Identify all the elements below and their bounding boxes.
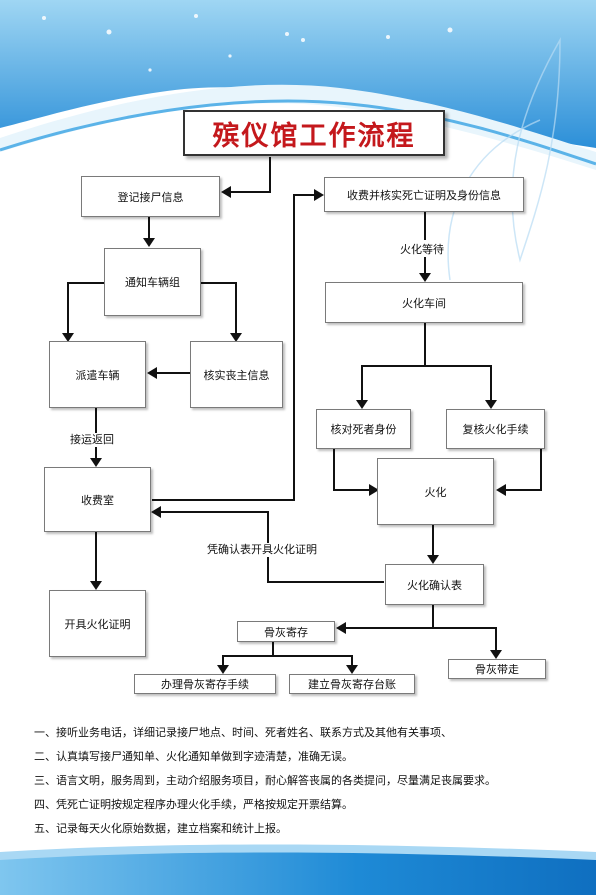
page-title: 殡仪馆工作流程 — [183, 110, 445, 156]
edge-label-by-form: 凭确认表开具火化证明 — [207, 543, 317, 557]
node-dispatch: 派遣车辆 — [49, 341, 146, 408]
node-fee-room: 收费室 — [44, 467, 151, 532]
note-item: 二、认真填写接尸通知单、火化通知单做到字迹清楚，准确无误。 — [34, 750, 353, 763]
node-verify-family: 核实丧主信息 — [190, 341, 283, 408]
node-cremate: 火化 — [377, 458, 494, 525]
note-item: 一、接听业务电话，详细记录接尸地点、时间、死者姓名、联系方式及其他有关事项、 — [34, 726, 452, 739]
edge-label-wait: 火化等待 — [400, 243, 444, 257]
notes: 一、接听业务电话，详细记录接尸地点、时间、死者姓名、联系方式及其他有关事项、 二… — [34, 721, 589, 841]
top-wave-line — [0, 99, 596, 166]
top-wave — [0, 84, 596, 170]
node-charge-verify: 收费并核实死亡证明及身份信息 — [324, 177, 524, 212]
node-check-identity: 核对死者身份 — [316, 409, 411, 449]
node-register: 登记接尸信息 — [81, 176, 220, 217]
node-cremation-hall: 火化车间 — [325, 282, 523, 323]
node-ash-storage: 骨灰寄存 — [237, 621, 335, 642]
node-issue-cert: 开具火化证明 — [49, 590, 146, 657]
node-confirm-form: 火化确认表 — [385, 564, 484, 605]
note-item: 四、凭死亡证明按规定程序办理火化手续，严格按规定开票结算。 — [34, 798, 353, 811]
bottom-wave — [0, 849, 596, 895]
arrowheads — [62, 186, 506, 674]
node-ledger: 建立骨灰寄存台账 — [289, 674, 415, 694]
note-item: 三、语言文明，服务周到，主动介绍服务项目，耐心解答丧属的各类提问，尽量满足丧属要… — [34, 774, 496, 787]
edge-label-pickup-return: 接运返回 — [70, 433, 114, 447]
node-ash-takeaway: 骨灰带走 — [448, 659, 546, 679]
node-storage-proc: 办理骨灰寄存手续 — [134, 674, 276, 694]
sparkles — [42, 14, 453, 72]
node-recheck: 复核火化手续 — [446, 409, 545, 449]
note-item: 五、记录每天火化原始数据，建立档案和统计上报。 — [34, 822, 287, 835]
node-notify: 通知车辆组 — [104, 248, 201, 316]
bottom-wave-light — [0, 844, 596, 860]
